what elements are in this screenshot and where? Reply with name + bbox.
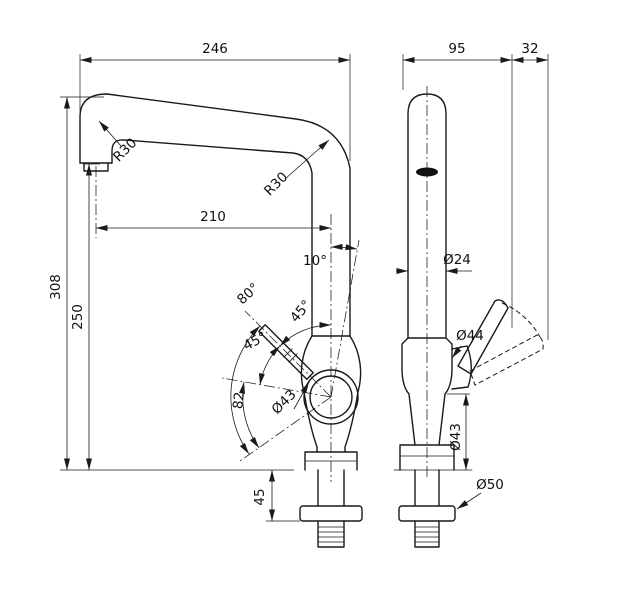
handle-swing-phantom-arc: [501, 302, 541, 338]
shank-side: [317, 469, 345, 507]
dim-label-dia24: Ø24: [443, 252, 471, 268]
mounting-nut-front: [398, 505, 456, 522]
dim-label-45deg-a: 45°: [287, 297, 315, 326]
center-lines-side: [95, 166, 360, 482]
dim-label-dia44: Ø44: [456, 328, 484, 344]
arc-dim-82: [239, 381, 260, 449]
arc-dim-45deg-b: [258, 345, 281, 386]
dim-label-246: 246: [202, 41, 228, 57]
dim-label-45deg-b: 45°: [241, 329, 270, 354]
thread-ticks-front: [414, 526, 440, 543]
dim-label-95: 95: [448, 41, 465, 57]
thread-ticks-side: [317, 526, 345, 543]
spout-inner-profile: [111, 139, 313, 337]
dim-label-308: 308: [48, 274, 64, 300]
leader-dia43-knob: [293, 381, 310, 410]
dimension-labels: 246 95 32 308 250 210 R30 R30 10° 80° 45…: [48, 41, 539, 506]
dim-label-10deg: 10°: [303, 253, 327, 269]
dim-label-32: 32: [521, 41, 538, 57]
leader-dia44: [451, 345, 462, 359]
leader-dia50: [456, 492, 482, 510]
dim-label-dia50: Ø50: [476, 477, 504, 493]
leader-r30-a: [98, 120, 122, 147]
dimensions: [60, 54, 549, 522]
handle-boss-front: [451, 345, 472, 390]
handle-lever-phantom-position: [469, 334, 544, 386]
dim-label-80deg: 80°: [234, 280, 262, 308]
leader-r30-b: [284, 139, 330, 180]
spout-outer-profile: [79, 93, 351, 337]
dim-label-r30-a: R30: [110, 135, 140, 165]
shank-front: [414, 469, 440, 507]
handle-lever-grip-ticks: [283, 348, 298, 363]
threaded-shank-front: [414, 520, 440, 548]
arc-dim-45deg-a: [279, 321, 332, 347]
dim-label-82: 82: [230, 391, 248, 410]
extension-lines: [60, 54, 549, 522]
handle-lever-front: [457, 299, 509, 375]
dim-label-dia43-knob: Ø43: [269, 387, 300, 418]
dim-label-dia43-front: Ø43: [448, 423, 464, 451]
base-flange-front: [399, 444, 455, 471]
front-view: [393, 86, 544, 548]
arc-dim-10deg: [330, 243, 358, 251]
dim-label-210: 210: [200, 209, 226, 225]
dim-label-45-base: 45: [252, 488, 268, 505]
threaded-shank-side: [317, 520, 345, 548]
mounting-nut-side: [299, 505, 363, 522]
dim-label-250: 250: [70, 304, 86, 330]
spout-outlet-tip: [79, 162, 113, 172]
dim-label-r30-b: R30: [261, 169, 291, 199]
